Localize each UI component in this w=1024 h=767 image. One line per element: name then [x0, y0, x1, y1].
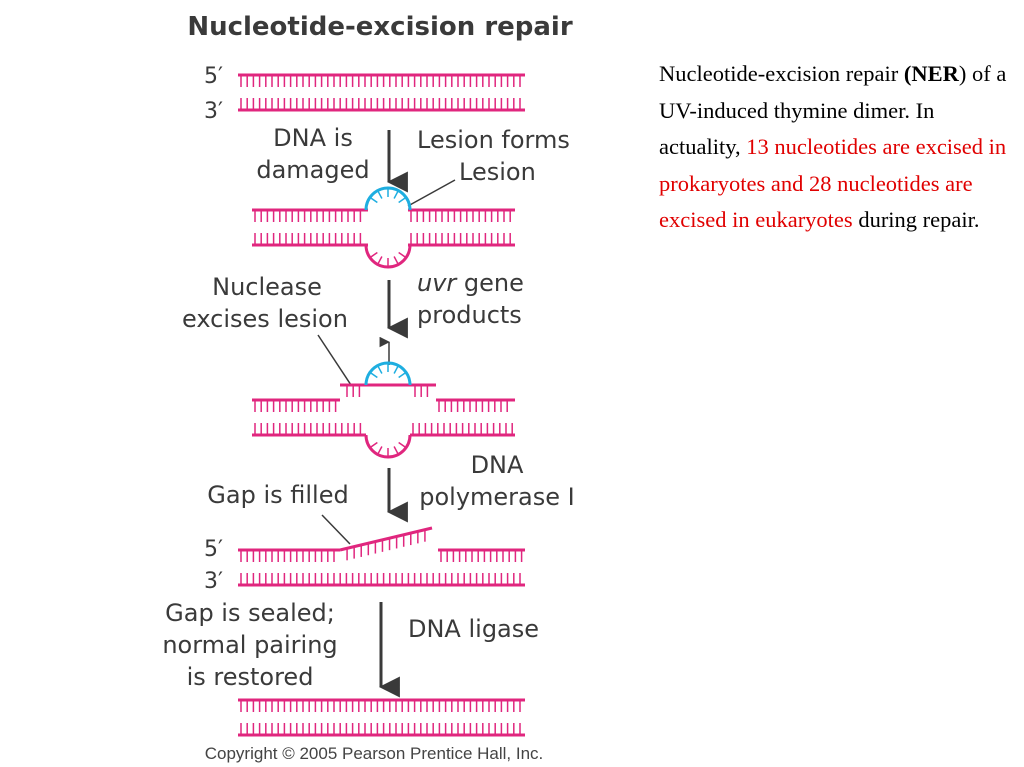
caption-highlight: 13 nucleotides are excised in prokaryote…: [659, 134, 1007, 233]
label-dna-ligase: DNA ligase: [408, 615, 539, 643]
label-gap-filled: Gap is filled: [207, 481, 348, 509]
dna-strand-pair-gapped: [252, 398, 515, 459]
ner-abbreviation: NER: [911, 61, 959, 86]
three-prime-label-fill: 3′: [204, 569, 223, 594]
label-gap-sealed-1: Gap is sealed;: [165, 599, 335, 627]
label-gap-sealed-3: is restored: [187, 663, 314, 691]
dna-strand-pair-restored: [238, 698, 525, 737]
label-lesion: Lesion: [459, 158, 536, 186]
nuclease-pointer-line: [317, 334, 352, 386]
label-uvr-gene: uvr gene: [417, 269, 524, 297]
label-dna-damaged-1: DNA is: [273, 124, 353, 152]
lesion-pointer-line: [407, 179, 456, 207]
label-nuclease-2: excises lesion: [182, 305, 348, 333]
label-nuclease-1: Nuclease: [212, 273, 322, 301]
copyright-notice: Copyright © 2005 Pearson Prentice Hall, …: [205, 744, 544, 763]
dna-strand-pair-filling: [238, 526, 525, 587]
label-gap-sealed-2: normal pairing: [162, 631, 337, 659]
five-prime-label-top: 5′: [204, 64, 223, 89]
diagram-title: Nucleotide-excision repair: [187, 12, 573, 42]
label-dna-polymerase-2: polymerase I: [419, 483, 574, 511]
label-dna-damaged-2: damaged: [256, 156, 369, 184]
dna-strand-pair-damaged: [252, 186, 515, 269]
dna-strand-pair-intact-top: [238, 73, 525, 112]
five-prime-label-fill: 5′: [204, 537, 223, 562]
label-lesion-forms: Lesion forms: [417, 126, 570, 154]
label-gene-products: products: [417, 301, 522, 329]
label-dna-polymerase-1: DNA: [471, 451, 524, 479]
excised-fragment: [340, 361, 436, 397]
ner-diagram: Nucleotide-excision repair 5′ 3′ DNA is …: [162, 12, 574, 763]
gap-pointer-line: [321, 514, 351, 545]
caption-text: Nucleotide-excision repair (NER) of a UV…: [659, 61, 1007, 233]
three-prime-label-top: 3′: [204, 99, 223, 124]
